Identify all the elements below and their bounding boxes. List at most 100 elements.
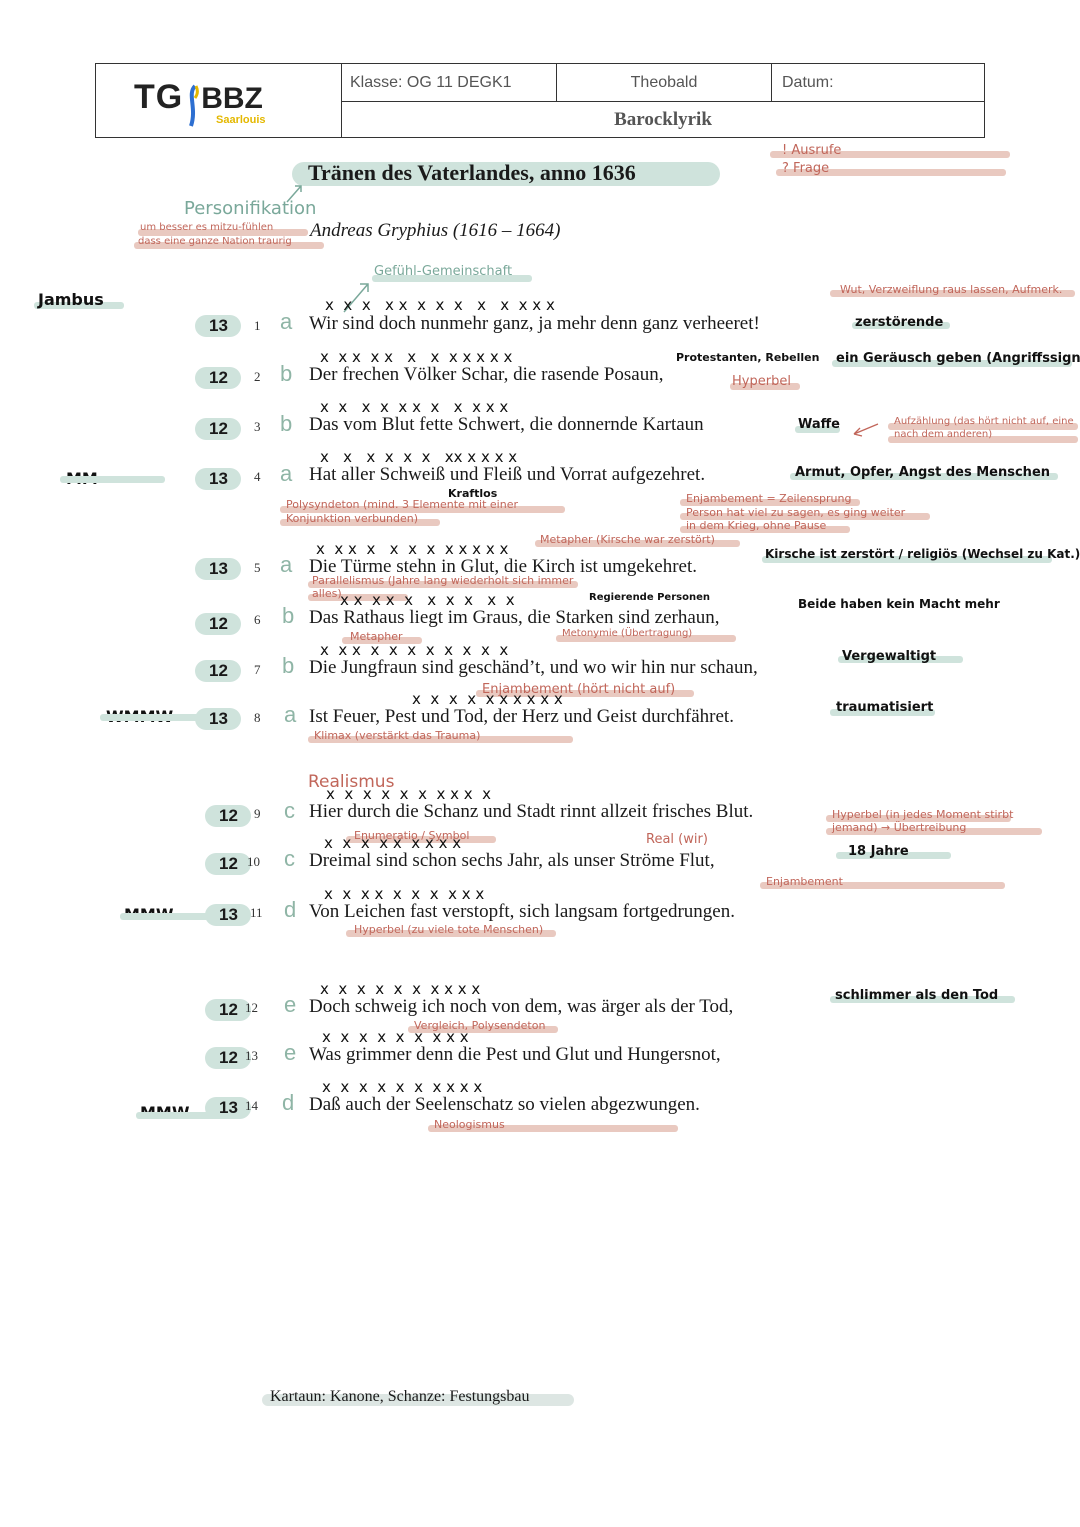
rhyme-letter: d bbox=[282, 1090, 295, 1115]
highlight bbox=[346, 836, 496, 843]
highlight bbox=[838, 656, 963, 663]
note-personifikation: Personifikation bbox=[184, 198, 317, 219]
note-enjambement-desc: in dem Krieg, ohne Pause bbox=[686, 519, 827, 532]
highlight bbox=[138, 229, 308, 236]
verse-line: Daß auch der Seelenschatz so vielen abge… bbox=[309, 1094, 700, 1115]
logo-tg-text: TG bbox=[134, 78, 184, 116]
line-number: 4 bbox=[254, 469, 261, 484]
rhyme-letter: e bbox=[284, 1040, 297, 1065]
rhyme-letter: c bbox=[284, 846, 295, 871]
syllable-count: 12 bbox=[195, 367, 241, 389]
highlight bbox=[888, 423, 1078, 430]
note-right: ein Geräusch geben (Angriffssignal) bbox=[836, 351, 1080, 366]
note-enjambement-desc: Person hat viel zu sagen, es ging weiter bbox=[686, 506, 906, 519]
syllable-count: 12 bbox=[195, 613, 241, 635]
note-enjambement3: Enjambement bbox=[766, 875, 843, 888]
line-number: 5 bbox=[254, 560, 261, 575]
rhyme-letter: b bbox=[282, 653, 295, 678]
poem-title: Tränen des Vaterlandes, anno 1636 bbox=[308, 160, 636, 185]
highlight bbox=[836, 852, 951, 859]
highlight bbox=[830, 709, 935, 716]
syllable-count: 12 bbox=[205, 1047, 251, 1069]
verse-line: Was grimmer denn die Pest und Glut und H… bbox=[309, 1044, 721, 1065]
note-personifikation-desc: um besser es mitzu-fühlen bbox=[140, 222, 274, 233]
school-logo: TG BBZ Saarlouis bbox=[134, 78, 266, 127]
teacher-cell: Theobald bbox=[556, 64, 771, 102]
note-polysyndeton: Polysyndeton (mind. 3 Elemente mit einer… bbox=[286, 498, 518, 525]
note-hyperbel: Hyperbel bbox=[732, 374, 791, 389]
note-kraftlos: Kraftlos bbox=[448, 487, 498, 500]
note-exclamation: ! Ausrufe bbox=[782, 143, 842, 158]
syllable-count: 12 bbox=[195, 418, 241, 440]
rhyme-letter: e bbox=[284, 992, 297, 1017]
highlight bbox=[852, 322, 950, 329]
highlight bbox=[280, 519, 440, 526]
syllable-count: 13 bbox=[205, 1097, 251, 1119]
rhyme-letter: a bbox=[284, 702, 297, 727]
footer-glossary: Kartaun: Kanone, Schanze: Festungsbau bbox=[270, 1388, 530, 1405]
highlight bbox=[428, 1125, 678, 1132]
syllable-count: 12 bbox=[205, 853, 251, 875]
note-aufzaehlung: Aufzählung (das hört nicht auf, eine nac… bbox=[894, 416, 1074, 440]
note-real: Real (wir) bbox=[646, 832, 708, 847]
note-right: Armut, Opfer, Angst des Menschen bbox=[795, 465, 1051, 480]
line-number: 6 bbox=[254, 612, 261, 627]
rhyme-letter: d bbox=[284, 897, 297, 922]
verse-line: Wir sind doch nunmehr ganz, ja mehr denn… bbox=[309, 313, 760, 334]
stress-marks: x x x x x x x x x x x x bbox=[320, 348, 513, 366]
highlight bbox=[342, 637, 422, 644]
rhyme-letter: b bbox=[280, 411, 293, 436]
stress-marks: x x x x x x x x x x bbox=[320, 980, 481, 998]
highlight bbox=[308, 736, 573, 743]
stress-marks: x x x x x x x x x x x bbox=[320, 398, 509, 416]
stress-marks: x x x x x x x x x x bbox=[326, 785, 492, 803]
highlight bbox=[790, 473, 1058, 480]
line-number: 8 bbox=[254, 710, 261, 725]
rhyme-letter: b bbox=[282, 603, 295, 628]
highlight bbox=[830, 290, 1075, 297]
syllable-count: 13 bbox=[205, 904, 251, 926]
note-metapher2: Metapher bbox=[350, 630, 403, 643]
footer-highlight bbox=[262, 1394, 574, 1406]
highlight bbox=[308, 594, 408, 601]
highlight bbox=[535, 540, 740, 547]
line-number: 14 bbox=[245, 1098, 258, 1113]
verse-line: Das vom Blut fette Schwert, die donnernd… bbox=[309, 414, 704, 435]
logo-bbz-text: BBZ bbox=[201, 82, 263, 115]
topic-cell: Barocklyrik bbox=[341, 102, 984, 137]
logo-swoosh-icon bbox=[185, 84, 200, 127]
verse-line: Hier durch die Schanz und Stadt rinnt al… bbox=[309, 801, 754, 822]
syllable-count: 12 bbox=[205, 999, 251, 1021]
highlight bbox=[770, 151, 1010, 158]
note-question: ? Frage bbox=[782, 161, 830, 176]
note-vergleich: Vergleich, Polysendeton bbox=[414, 1019, 546, 1032]
highlight bbox=[826, 828, 1042, 835]
line-number: 13 bbox=[245, 1048, 258, 1063]
line-number: 7 bbox=[254, 662, 261, 677]
highlight bbox=[830, 996, 1015, 1003]
note-enjambement2: Enjambement (hört nicht auf) bbox=[482, 682, 676, 697]
note-personifikation-desc: dass eine ganze Nation traurig bbox=[138, 236, 292, 247]
note-right: schlimmer als den Tod bbox=[835, 988, 999, 1003]
verse-line: Ist Feuer, Pest und Tod, der Herz und Ge… bbox=[309, 706, 734, 727]
logo-subtitle: Saarlouis bbox=[216, 114, 266, 126]
arrow-icon bbox=[343, 283, 369, 313]
highlight bbox=[760, 882, 1005, 889]
note-right: traumatisiert bbox=[836, 700, 934, 715]
note-metonymie: Metonymie (Übertragung) bbox=[562, 628, 693, 639]
rhyme-letter: a bbox=[280, 552, 293, 577]
highlight bbox=[346, 930, 556, 937]
verse-line: Dreimal sind schon sechs Jahr, als unser… bbox=[309, 850, 715, 871]
header-table: TG BBZ Saarlouis Klasse: OG 11 DEGK1 The… bbox=[95, 63, 985, 138]
syllable-count: 13 bbox=[195, 708, 241, 730]
syllable-count: 13 bbox=[195, 468, 241, 490]
highlight bbox=[680, 526, 850, 533]
verse-line: Die Türme stehn in Glut, die Kirch ist u… bbox=[309, 556, 698, 577]
note-jambus: Jambus bbox=[38, 290, 104, 309]
highlight bbox=[134, 242, 324, 249]
note-right: Vergewaltigt bbox=[842, 649, 937, 664]
stress-marks: x x x x x x x x x x x bbox=[320, 641, 509, 659]
note-neologismus: Neologismus bbox=[434, 1118, 505, 1131]
verse-line: Das Rathaus liegt im Graus, die Starken … bbox=[309, 607, 720, 628]
class-cell: Klasse: OG 11 DEGK1 bbox=[341, 64, 556, 102]
